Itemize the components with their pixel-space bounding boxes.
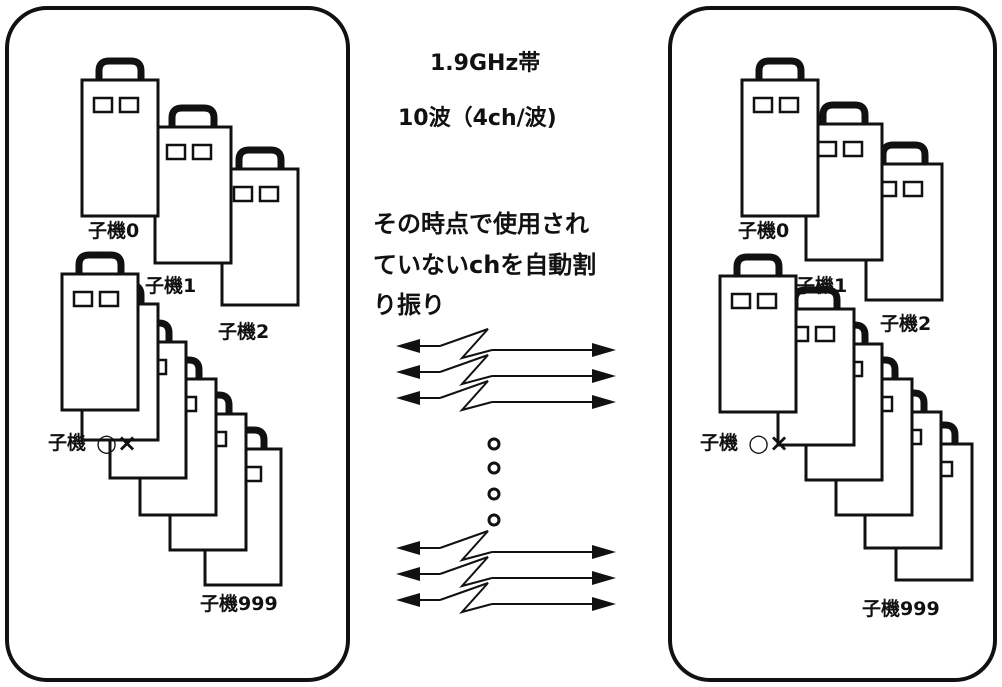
radio-channel-arrow [396,531,616,560]
assignment-line1: その時点で使用され [373,210,589,238]
left-unitx-suffix: ○× [96,429,137,457]
left-unit0-label: 子機0 [88,219,139,242]
left-unit2-label: 子機2 [218,320,269,343]
right-unit2-label: 子機2 [880,312,931,335]
right-handset-group: 子機0 子機1 子機2 子機 ○× 子機999 [670,8,995,680]
handset-cascade-icon [720,257,796,412]
left-unit999-label: 子機999 [200,592,278,615]
radio-channel-arrow [396,557,616,586]
left-handset-group: 子機0 子機1 子機2 子機 ○× 子機999 [7,8,348,680]
radio-channel-arrow [396,381,616,410]
right-unitx-prefix: 子機 [700,431,738,454]
left-unit1-label: 子機1 [145,274,196,297]
handset-0-icon [742,61,818,216]
right-unit0-label: 子機0 [738,219,789,242]
radio-channel-arrow [396,583,616,612]
radio-channel-arrow [396,355,616,384]
handset-0-icon [82,61,158,216]
assignment-line3: り振り [373,291,445,319]
center-section: 1.9GHz帯 10波（4ch/波) その時点で使用され ていないchを自動割 … [373,50,616,612]
assignment-line2: ていないchを自動割 [373,251,596,279]
handset-2-icon [222,150,298,305]
right-unitx-suffix: ○× [748,429,789,457]
wave-count-label: 10波（4ch/波) [398,106,557,131]
radio-channel-arrow [396,329,616,358]
band-label: 1.9GHz帯 [430,50,540,76]
handset-1-icon [155,108,231,263]
right-unit999-label: 子機999 [862,597,940,620]
handset-cascade-icon [62,255,138,410]
left-unitx-prefix: 子機 [48,431,86,454]
ellipsis-dots-icon [489,439,499,525]
